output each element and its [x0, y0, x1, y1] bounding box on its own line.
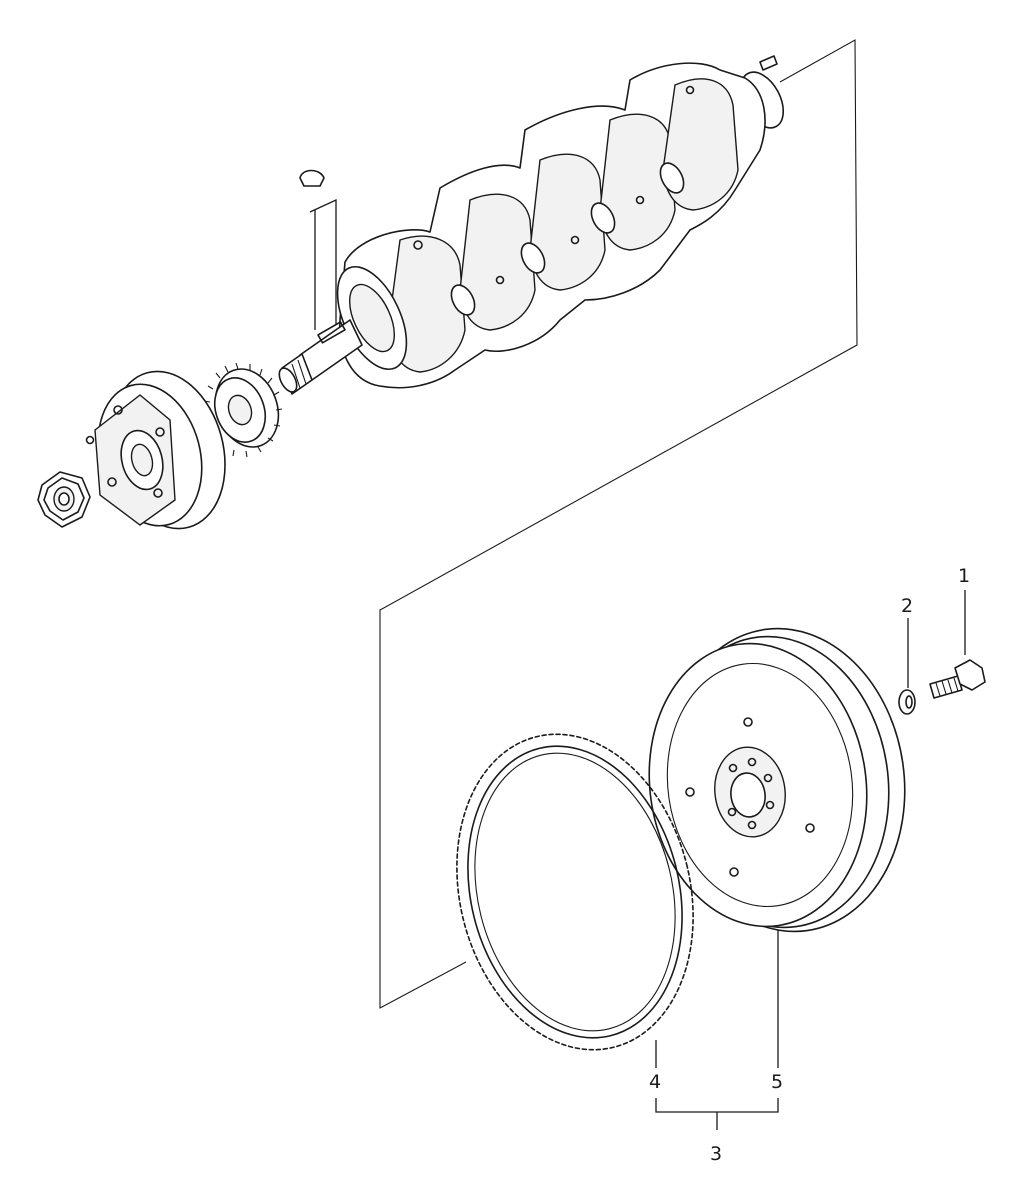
- crankshaft-pulley: [85, 370, 226, 530]
- crankshaft: [278, 62, 785, 395]
- key-leader-bracket: [309, 198, 337, 330]
- callout-4: 4: [649, 1071, 661, 1093]
- callout-3: 3: [710, 1143, 722, 1165]
- crankshaft-gear: [203, 362, 283, 458]
- woodruff-key-front: [299, 169, 325, 187]
- pulley-nut: [37, 471, 91, 528]
- flywheel: [648, 627, 906, 933]
- crankshaft-assembly-frame: [379, 39, 858, 1009]
- ring-gear: [456, 733, 694, 1051]
- callout-5: 5: [771, 1071, 783, 1093]
- callout-leaders: [655, 590, 966, 1130]
- callout-1: 1: [958, 565, 970, 587]
- flywheel-bolt: [929, 659, 986, 699]
- callout-2: 2: [901, 595, 913, 617]
- washer: [898, 689, 916, 715]
- woodruff-key-rear: [759, 55, 778, 71]
